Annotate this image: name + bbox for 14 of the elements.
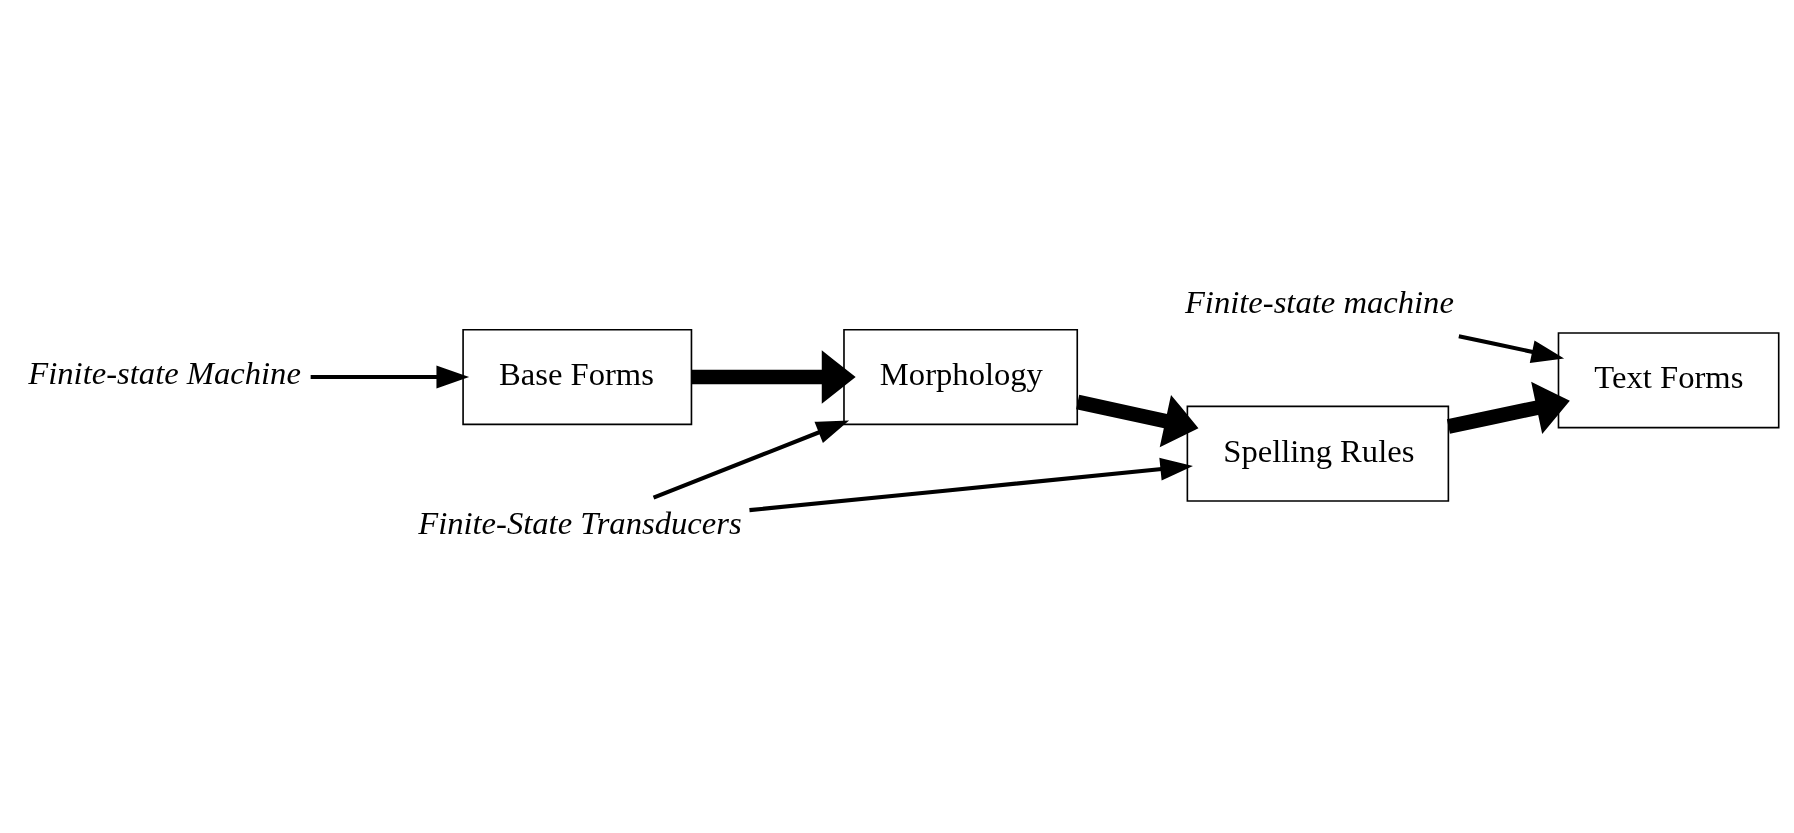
arrow <box>1446 381 1570 434</box>
arrow <box>1458 333 1565 363</box>
node-box: Morphology <box>843 328 1079 425</box>
node-text: Finite-state Machine <box>28 354 301 391</box>
arrow <box>310 365 470 388</box>
node-box: Spelling Rules <box>1186 405 1450 502</box>
arrow <box>691 349 856 404</box>
node-text: Finite-State Transducers <box>418 504 742 541</box>
arrow <box>749 457 1193 512</box>
arrow <box>1076 394 1199 447</box>
node-box: Base Forms <box>462 328 693 425</box>
node-text: Finite-state machine <box>1184 283 1454 320</box>
arrow <box>652 419 850 500</box>
node-box: Text Forms <box>1557 331 1780 428</box>
